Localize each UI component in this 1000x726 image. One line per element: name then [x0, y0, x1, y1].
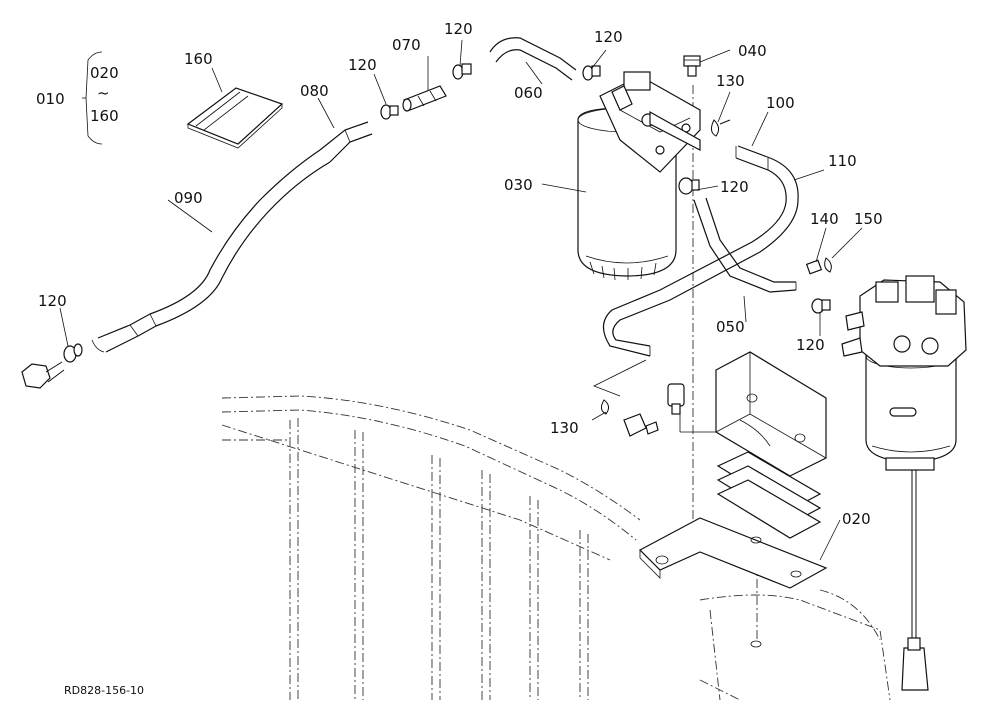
callout-120-b: 120 [444, 20, 473, 38]
callout-020: 020 [842, 510, 871, 528]
hex-nut [21, 361, 65, 389]
leader-sensor [679, 414, 716, 433]
callout-150: 150 [854, 210, 883, 228]
clamp-120-d [678, 177, 700, 195]
callout-100: 100 [766, 94, 795, 112]
hose-100-110 [602, 145, 799, 357]
clamp-120-c [582, 65, 601, 81]
callout-070: 070 [392, 36, 421, 54]
fuel-filter-030 [577, 71, 701, 281]
clamp-120-e [811, 298, 831, 314]
chassis-frame [221, 395, 891, 701]
callout-leaders [59, 39, 863, 561]
mounting-bracket [715, 351, 827, 477]
callout-120-e: 120 [796, 336, 825, 354]
callout-050: 050 [716, 318, 745, 336]
callout-160: 160 [184, 50, 213, 68]
callout-120-c: 120 [594, 28, 623, 46]
callout-110: 110 [828, 152, 857, 170]
callout-120-d: 120 [720, 178, 749, 196]
callout-130-top: 130 [716, 72, 745, 90]
drawing-code: RD828-156-10 [64, 684, 144, 697]
leader-130-lower [593, 359, 647, 397]
clamp-120-b [452, 63, 472, 80]
clamp-120-left [63, 343, 83, 363]
callout-030: 030 [504, 176, 533, 194]
callout-080: 080 [300, 82, 329, 100]
plate-020 [639, 517, 828, 648]
callout-060: 060 [514, 84, 543, 102]
hose-080 [319, 121, 373, 163]
callout-120-left: 120 [38, 292, 67, 310]
hose-090 [91, 149, 331, 353]
separator-unit [841, 275, 967, 691]
rubber-pads [716, 451, 822, 539]
callout-140: 140 [810, 210, 839, 228]
assembly-main-label: 010 [36, 90, 65, 108]
manual-booklet-160 [186, 87, 284, 149]
clip-130-top [710, 119, 731, 137]
plug-040 [683, 55, 701, 77]
assembly-bracket [82, 51, 103, 145]
hose-050 [693, 197, 797, 293]
assembly-range-start: 020 [90, 64, 119, 82]
sensor-plug [667, 383, 685, 415]
assembly-range-tilde: ~ [97, 84, 110, 102]
callout-040: 040 [738, 42, 767, 60]
callout-090: 090 [174, 189, 203, 207]
clamp-120-a [380, 104, 399, 120]
cap-140 [805, 259, 823, 275]
callout-120-a: 120 [348, 56, 377, 74]
hose-060 [489, 37, 577, 81]
connector-070 [402, 85, 447, 112]
callout-130-lower: 130 [550, 419, 579, 437]
assembly-range-end: 160 [90, 107, 119, 125]
fitting-130-lower [600, 399, 659, 437]
clip-150 [824, 257, 832, 273]
